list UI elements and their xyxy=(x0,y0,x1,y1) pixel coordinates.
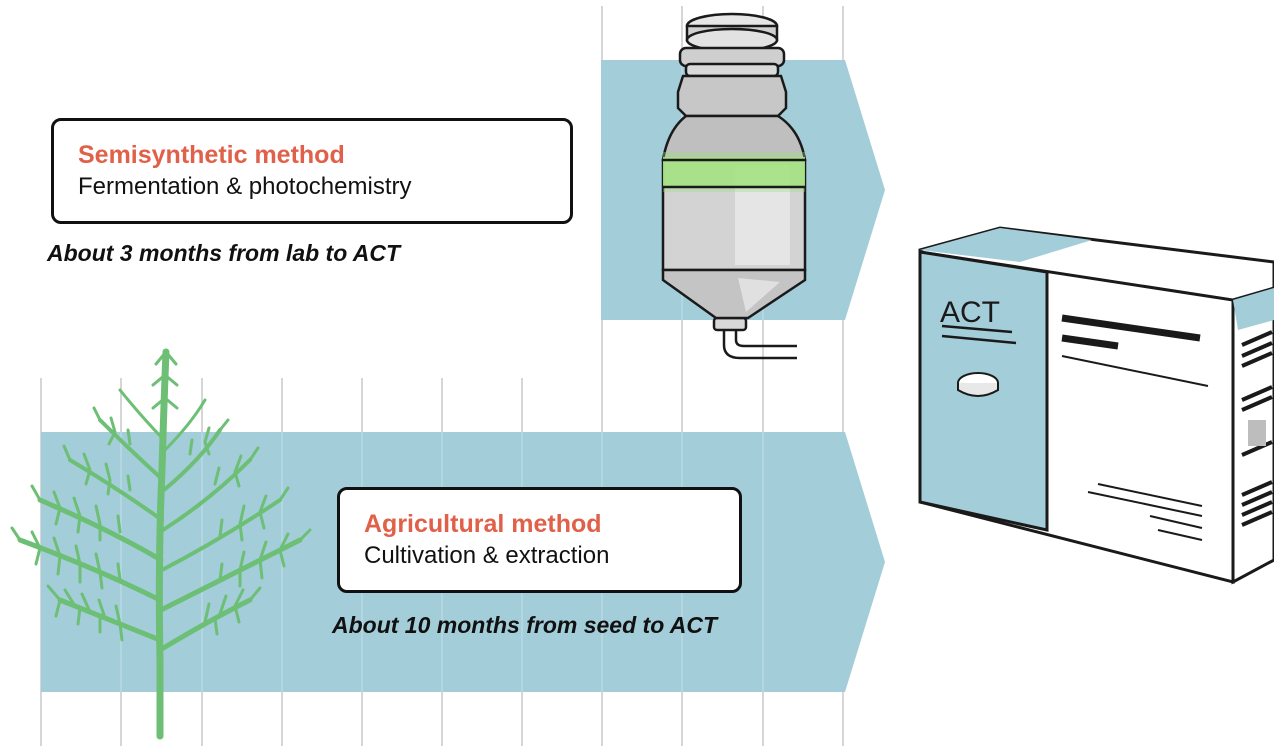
bioreactor-fermenter-icon xyxy=(661,12,807,360)
pill-tablet-icon xyxy=(957,372,999,397)
agricultural-method-box: Agricultural method Cultivation & extrac… xyxy=(337,487,742,593)
agricultural-method-subtitle: Cultivation & extraction xyxy=(364,542,610,569)
sweet-wormwood-plant-icon xyxy=(10,348,312,740)
agricultural-method-title: Agricultural method xyxy=(364,510,602,538)
semisynthetic-duration: About 3 months from lab to ACT xyxy=(47,240,401,266)
agricultural-duration: About 10 months from seed to ACT xyxy=(332,612,718,638)
act-box-label: ACT xyxy=(940,296,1000,329)
act-medicine-box-icon xyxy=(918,226,1274,585)
semisynthetic-method-title: Semisynthetic method xyxy=(78,141,345,169)
semisynthetic-method-subtitle: Fermentation & photochemistry xyxy=(78,173,412,200)
semisynthetic-method-box: Semisynthetic method Fermentation & phot… xyxy=(51,118,573,224)
